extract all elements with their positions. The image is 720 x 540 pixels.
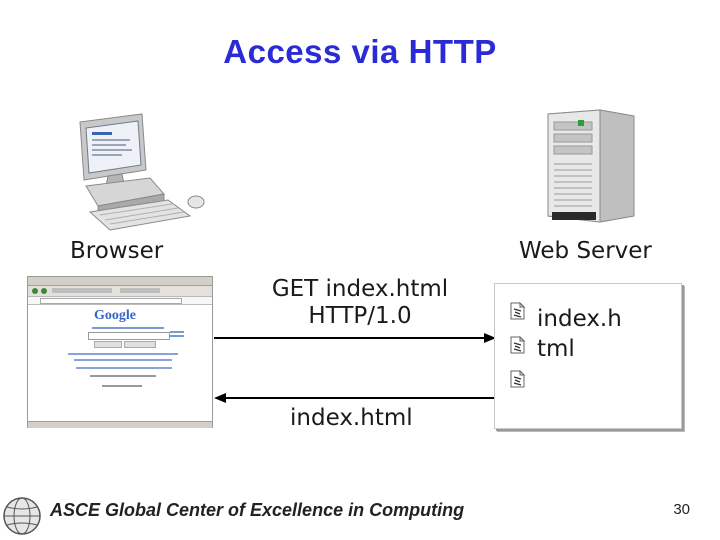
browser-window: Google [27, 276, 213, 428]
html-file-icon [510, 336, 526, 354]
response-arrowhead [214, 393, 226, 403]
server-file-name-line1: index.h [537, 306, 622, 332]
request-arrowhead [484, 333, 496, 343]
browser-toolbar [28, 286, 212, 297]
browser-menubar [28, 277, 212, 286]
request-label-line1: GET index.html [271, 276, 449, 302]
google-logo: Google [94, 308, 136, 323]
footer-org-name: ASCE Global Center of Excellence in Comp… [50, 500, 465, 520]
web-server-icon [547, 109, 635, 223]
server-file-name-line2: tml [537, 336, 575, 362]
request-label: GET index.html HTTP/1.0 [255, 276, 465, 330]
browser-label: Browser [70, 238, 164, 264]
html-file-icon [510, 302, 526, 320]
browser-content: Google [28, 305, 212, 421]
web-server-label: Web Server [519, 238, 652, 264]
server-file-name: index.h tml [537, 304, 622, 364]
browser-statusbar [28, 421, 212, 428]
server-files-box [494, 283, 682, 429]
request-label-line2: HTTP/1.0 [308, 303, 412, 329]
google-search-box [88, 332, 170, 340]
response-label: index.html [290, 405, 413, 431]
page-number: 30 [673, 501, 690, 518]
browser-address-bar [28, 297, 212, 305]
desktop-computer-icon [79, 113, 205, 231]
slide-title: Access via HTTP [223, 33, 497, 70]
globe-logo-icon [3, 497, 41, 535]
html-file-icon [510, 370, 526, 388]
http-arrows [214, 333, 496, 403]
